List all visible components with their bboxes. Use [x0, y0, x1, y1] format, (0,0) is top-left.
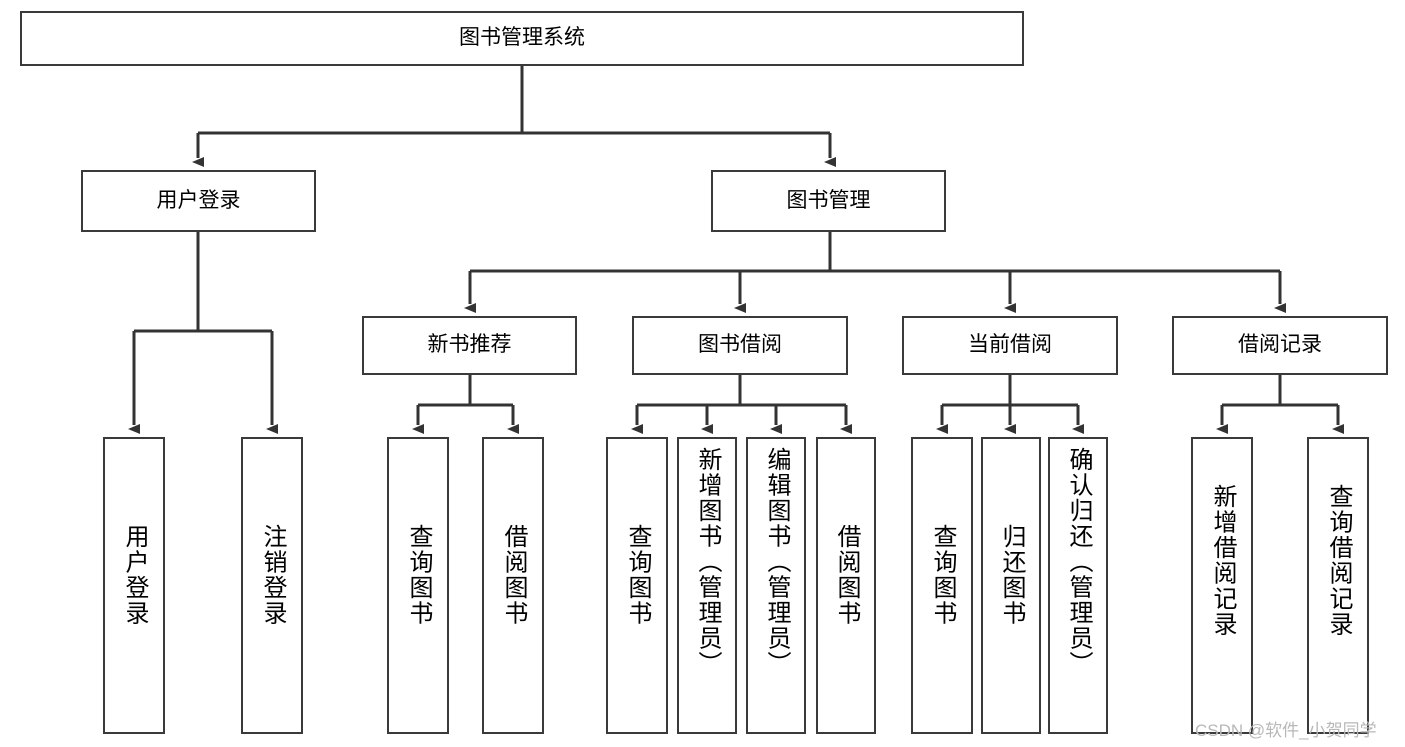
node-user-login[interactable]: 用户登录 [81, 170, 316, 232]
node-user-login-label: 用户登录 [156, 188, 241, 212]
node-borrow-record-label: 借阅记录 [1238, 333, 1322, 357]
leaf-current-borrow-2[interactable]: 确认归还（管理员） [1048, 437, 1108, 734]
leaf-current-borrow-1-label: 归还图书 [998, 524, 1025, 626]
node-new-book-recommend[interactable]: 新书推荐 [362, 316, 577, 375]
leaf-borrow-record-1[interactable]: 查询借阅记录 [1307, 437, 1369, 734]
node-root-label: 图书管理系统 [459, 26, 585, 50]
leaf-new-book-1-label: 借阅图书 [500, 524, 527, 626]
leaf-book-borrow-1-label: 新增图书（管理员） [694, 447, 721, 677]
leaf-current-borrow-0[interactable]: 查询图书 [911, 437, 973, 734]
leaf-book-borrow-3[interactable]: 借阅图书 [816, 437, 876, 734]
leaf-book-borrow-2[interactable]: 编辑图书（管理员） [746, 437, 806, 734]
node-current-borrow-label: 当前借阅 [968, 333, 1052, 357]
node-book-management[interactable]: 图书管理 [711, 170, 946, 232]
leaf-new-book-0-label: 查询图书 [405, 524, 432, 626]
leaf-user-login-1[interactable]: 注销登录 [241, 437, 303, 734]
leaf-book-borrow-0[interactable]: 查询图书 [606, 437, 668, 734]
leaf-user-login-0[interactable]: 用户登录 [103, 437, 165, 734]
node-book-borrow[interactable]: 图书借阅 [632, 316, 848, 375]
leaf-user-login-1-label: 注销登录 [259, 524, 286, 626]
node-borrow-record[interactable]: 借阅记录 [1172, 316, 1388, 375]
leaf-current-borrow-2-label: 确认归还（管理员） [1065, 447, 1092, 677]
node-book-management-label: 图书管理 [786, 188, 871, 212]
leaf-book-borrow-3-label: 借阅图书 [833, 524, 860, 626]
leaf-book-borrow-1[interactable]: 新增图书（管理员） [677, 437, 737, 734]
leaf-borrow-record-1-label: 查询借阅记录 [1325, 484, 1352, 637]
leaf-new-book-1[interactable]: 借阅图书 [482, 437, 544, 734]
node-new-book-recommend-label: 新书推荐 [427, 333, 512, 357]
leaf-current-borrow-0-label: 查询图书 [929, 524, 956, 626]
leaf-new-book-0[interactable]: 查询图书 [387, 437, 449, 734]
node-current-borrow[interactable]: 当前借阅 [902, 316, 1118, 375]
leaf-current-borrow-1[interactable]: 归还图书 [981, 437, 1041, 734]
leaf-book-borrow-0-label: 查询图书 [624, 524, 651, 626]
node-root[interactable]: 图书管理系统 [20, 11, 1024, 66]
leaf-borrow-record-0-label: 新增借阅记录 [1209, 484, 1236, 637]
node-book-borrow-label: 图书借阅 [698, 333, 782, 357]
leaf-user-login-0-label: 用户登录 [121, 524, 148, 626]
leaf-borrow-record-0[interactable]: 新增借阅记录 [1191, 437, 1253, 734]
leaf-book-borrow-2-label: 编辑图书（管理员） [763, 447, 790, 677]
